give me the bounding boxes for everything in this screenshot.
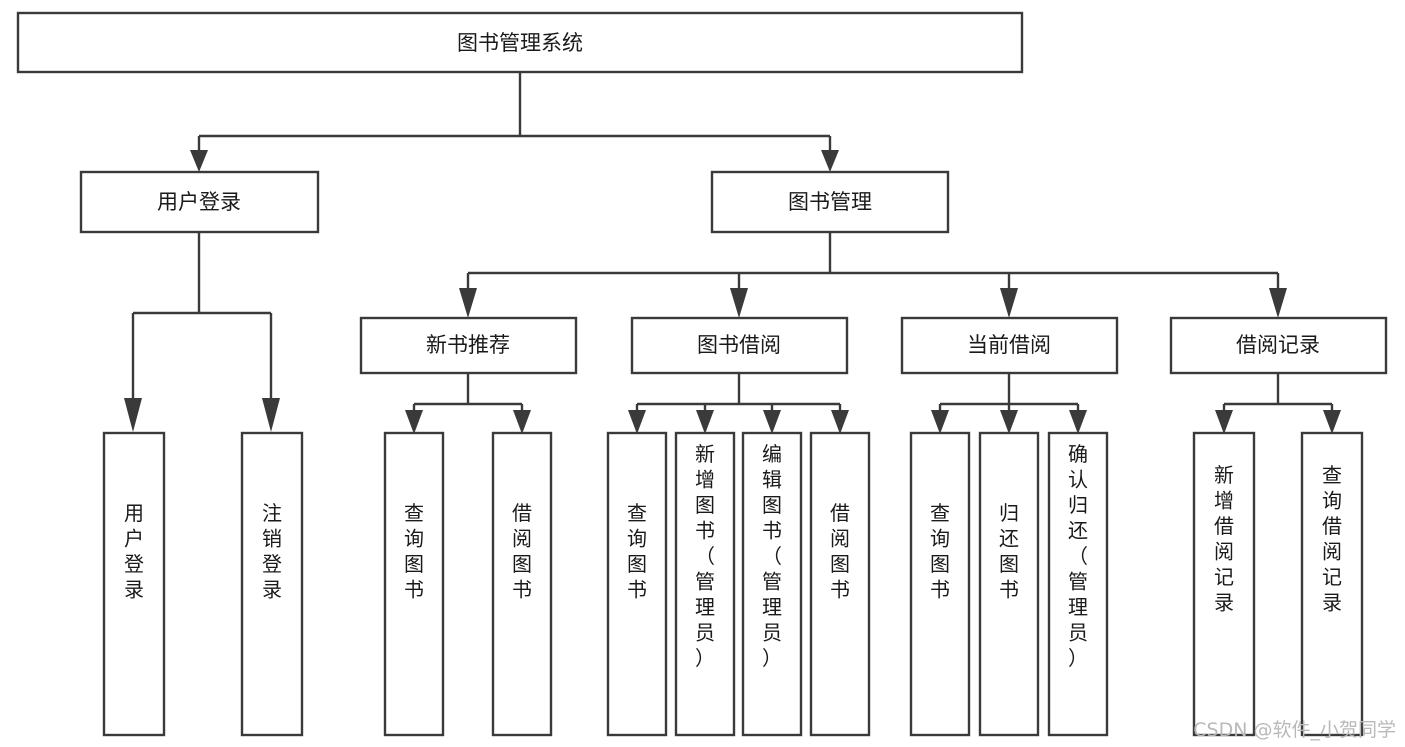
leaf-return-book-box[interactable] bbox=[978, 431, 1040, 737]
leaf-node-add-book[interactable]: 新增图书（管理员） bbox=[674, 431, 736, 737]
connector-layer bbox=[124, 72, 1341, 434]
arrow-to-book-borrow bbox=[730, 288, 748, 318]
leaf-return-book-label: 归还图书 bbox=[999, 501, 1019, 602]
node-book-borrow[interactable]: 图书借阅 bbox=[630, 316, 849, 375]
node-book-management-label: 图书管理 bbox=[788, 190, 872, 214]
node-new-book-recommend-label: 新书推荐 bbox=[426, 333, 510, 357]
leaf-borrow-book-2-label: 借阅图书 bbox=[830, 501, 850, 602]
leaf-query-book-1-label: 查询图书 bbox=[404, 501, 424, 602]
leaf-add-record-box[interactable] bbox=[1192, 431, 1256, 737]
node-book-borrow-label: 图书借阅 bbox=[697, 333, 781, 357]
node-root-label: 图书管理系统 bbox=[457, 31, 583, 55]
csdn-watermark: CSDN @软件_小贺同学 bbox=[1193, 719, 1396, 741]
arrow-to-leaf-query-book-3 bbox=[931, 410, 949, 434]
arrow-to-leaf-add-record bbox=[1215, 410, 1233, 434]
leaf-confirm-return-label: 确认归还（管理员） bbox=[1068, 442, 1088, 670]
arrow-to-new-book-recommend bbox=[459, 288, 477, 318]
leaf-borrow-book-2-box[interactable] bbox=[809, 431, 871, 737]
arrow-to-leaf-query-book-1 bbox=[405, 410, 423, 434]
arrow-to-leaf-borrow-book-2 bbox=[831, 410, 849, 434]
leaf-node-query-book-3[interactable]: 查询图书 bbox=[909, 431, 971, 737]
node-current-borrow-label: 当前借阅 bbox=[967, 333, 1051, 357]
node-borrow-record-box[interactable] bbox=[1169, 316, 1388, 375]
leaf-node-edit-book[interactable]: 编辑图书（管理员） bbox=[741, 431, 803, 737]
leaf-confirm-return-box[interactable] bbox=[1047, 431, 1109, 737]
node-borrow-record[interactable]: 借阅记录 bbox=[1169, 316, 1388, 375]
leaf-user-logout-label: 注销登录 bbox=[262, 501, 282, 602]
node-user-login-label: 用户登录 bbox=[157, 190, 241, 214]
leaf-add-book-box[interactable] bbox=[674, 431, 736, 737]
arrow-to-borrow-record bbox=[1269, 288, 1287, 318]
leaf-borrow-book-1-label: 借阅图书 bbox=[512, 501, 532, 602]
node-user-login[interactable]: 用户登录 bbox=[79, 170, 320, 234]
leaf-user-login-box[interactable] bbox=[102, 431, 166, 737]
node-new-book-recommend-box[interactable] bbox=[359, 316, 578, 375]
leaf-query-book-3-box[interactable] bbox=[909, 431, 971, 737]
node-book-management-box[interactable] bbox=[710, 170, 950, 234]
arrow-to-leaf-query-record bbox=[1323, 410, 1341, 434]
leaf-add-book-label: 新增图书（管理员） bbox=[695, 442, 715, 670]
leaf-query-book-2-box[interactable] bbox=[606, 431, 668, 737]
arrow-to-leaf-query-book-2 bbox=[628, 410, 646, 434]
leaf-node-borrow-book-1[interactable]: 借阅图书 bbox=[491, 431, 553, 737]
leaf-query-record-label: 查询借阅记录 bbox=[1322, 463, 1342, 615]
arrow-to-leaf-borrow-book-1 bbox=[513, 410, 531, 434]
leaf-node-user-login[interactable]: 用户登录 bbox=[102, 431, 166, 737]
leaf-node-confirm-return[interactable]: 确认归还（管理员） bbox=[1047, 431, 1109, 737]
leaf-edit-book-box[interactable] bbox=[741, 431, 803, 737]
arrow-to-user-login bbox=[190, 150, 208, 172]
leaf-node-borrow-book-2[interactable]: 借阅图书 bbox=[809, 431, 871, 737]
leaf-edit-book-label: 编辑图书（管理员） bbox=[762, 442, 782, 670]
arrow-to-leaf-user-logout bbox=[262, 398, 280, 432]
arrow-to-current-borrow bbox=[1000, 288, 1018, 318]
leaf-node-return-book[interactable]: 归还图书 bbox=[978, 431, 1040, 737]
leaf-query-book-3-label: 查询图书 bbox=[930, 501, 950, 602]
node-user-login-box[interactable] bbox=[79, 170, 320, 234]
node-borrow-record-label: 借阅记录 bbox=[1236, 333, 1320, 357]
node-book-borrow-box[interactable] bbox=[630, 316, 849, 375]
leaf-user-logout-box[interactable] bbox=[240, 431, 304, 737]
arrow-to-book-management bbox=[821, 150, 839, 172]
node-root-box[interactable] bbox=[16, 11, 1024, 74]
arrow-to-leaf-edit-book bbox=[763, 410, 781, 434]
arrow-to-leaf-add-book bbox=[696, 410, 714, 434]
arrow-to-leaf-return-book bbox=[1000, 410, 1018, 434]
leaf-query-book-1-box[interactable] bbox=[383, 431, 445, 737]
arrow-to-leaf-confirm-return bbox=[1069, 410, 1087, 434]
node-root[interactable]: 图书管理系统 bbox=[16, 11, 1024, 74]
leaf-query-book-2-label: 查询图书 bbox=[627, 501, 647, 602]
leaf-query-record-box[interactable] bbox=[1300, 431, 1364, 737]
leaf-node-query-book-2[interactable]: 查询图书 bbox=[606, 431, 668, 737]
node-current-borrow[interactable]: 当前借阅 bbox=[900, 316, 1119, 375]
leaf-node-query-record[interactable]: 查询借阅记录 bbox=[1300, 431, 1364, 737]
leaf-user-login-label: 用户登录 bbox=[124, 501, 144, 602]
leaf-add-record-label: 新增借阅记录 bbox=[1214, 463, 1234, 615]
leaf-node-add-record[interactable]: 新增借阅记录 bbox=[1192, 431, 1256, 737]
leaf-node-query-book-1[interactable]: 查询图书 bbox=[383, 431, 445, 737]
node-book-management[interactable]: 图书管理 bbox=[710, 170, 950, 234]
node-new-book-recommend[interactable]: 新书推荐 bbox=[359, 316, 578, 375]
node-current-borrow-box[interactable] bbox=[900, 316, 1119, 375]
leaf-borrow-book-1-box[interactable] bbox=[491, 431, 553, 737]
arrow-to-leaf-user-login bbox=[124, 398, 142, 432]
leaf-node-user-logout[interactable]: 注销登录 bbox=[240, 431, 304, 737]
